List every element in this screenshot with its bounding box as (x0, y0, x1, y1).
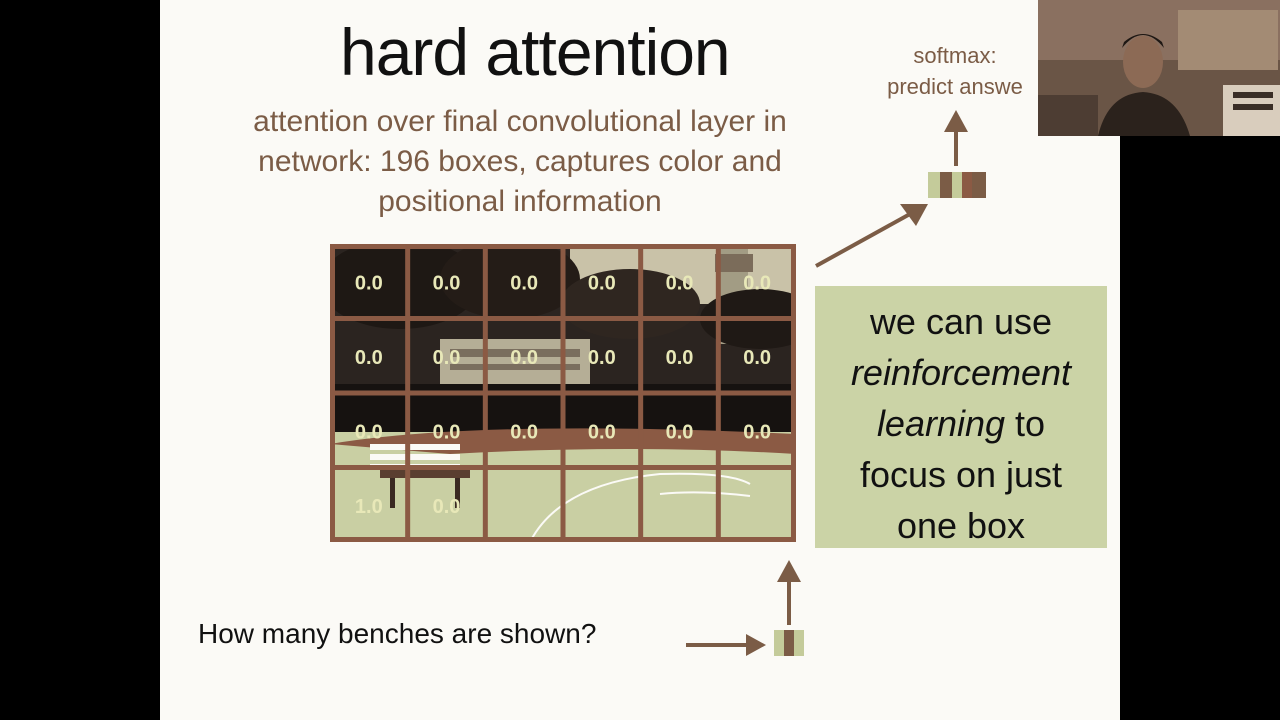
softmax-line-1: softmax: (913, 43, 997, 68)
slide-title: hard attention (340, 15, 731, 89)
grid-lines (330, 244, 796, 542)
question-vector (774, 630, 804, 656)
attention-value-r0-c1: 0.0 (433, 272, 461, 294)
attention-value-r3-c0: 1.0 (355, 496, 383, 518)
attention-value-r1-c1: 0.0 (433, 347, 461, 369)
callout-line-1: we can use (869, 301, 1053, 342)
question-text: How many benches are shown? (198, 618, 597, 649)
attention-value-r0-c5: 0.0 (743, 272, 771, 294)
attention-value-r1-c2: 0.0 (510, 347, 538, 369)
callout-line-4: focus on just (859, 454, 1063, 495)
softmax-label: softmax: predict answe (850, 40, 1060, 102)
slide-subtitle: attention over final convolutional layer… (253, 105, 787, 218)
callout-emphasis-reinforcement: reinforcement (850, 352, 1072, 393)
arrow-up-softmax-head (944, 110, 968, 132)
attention-value-r0-c2: 0.0 (510, 272, 538, 294)
webcam-overlay (1038, 0, 1280, 136)
attention-value-r1-c0: 0.0 (355, 347, 383, 369)
attention-value-r2-c2: 0.0 (510, 421, 538, 443)
attention-value-r2-c3: 0.0 (588, 421, 616, 443)
callout-line-5: one box (896, 505, 1026, 546)
callout-text: we can use reinforcement learning to foc… (815, 296, 1107, 551)
callout-box: we can use reinforcement learning to foc… (815, 286, 1107, 548)
attention-grid: 0.0 0.0 0.0 0.0 0.0 0.0 0.0 0.0 0.0 0.0 0.0 0.0 0.0 0… (330, 244, 796, 542)
attention-value-r1-c4: 0.0 (666, 347, 694, 369)
arrow-right-question-head (746, 634, 766, 656)
attention-value-r1-c3: 0.0 (588, 347, 616, 369)
arrow-up-grid-head (777, 560, 801, 582)
callout-line-3: learning to (815, 398, 1107, 449)
arrow-diagonal-head (900, 204, 928, 226)
output-vector (928, 172, 986, 198)
arrow-diagonal (815, 212, 911, 268)
callout-line-3-rest: to (1005, 403, 1046, 444)
softmax-line-2: predict answe (887, 74, 1023, 99)
attention-value-r2-c1: 0.0 (433, 421, 461, 443)
attention-value-r0-c0: 0.0 (355, 272, 383, 294)
attention-value-r2-c4: 0.0 (666, 421, 694, 443)
attention-value-r3-c1: 0.0 (433, 496, 461, 518)
callout-line-2: reinforcement (815, 347, 1107, 398)
attention-value-r0-c3: 0.0 (588, 272, 616, 294)
attention-value-r2-c5: 0.0 (743, 421, 771, 443)
callout-emphasis-learning: learning (876, 403, 1006, 444)
grid-values: 0.0 0.0 0.0 0.0 0.0 0.0 0.0 0.0 0.0 0.0 0.0 0.0 0.0 0… (355, 272, 771, 518)
attention-value-r2-c0: 0.0 (355, 421, 383, 443)
attention-value-r1-c5: 0.0 (743, 347, 771, 369)
attention-value-r0-c4: 0.0 (666, 272, 694, 294)
